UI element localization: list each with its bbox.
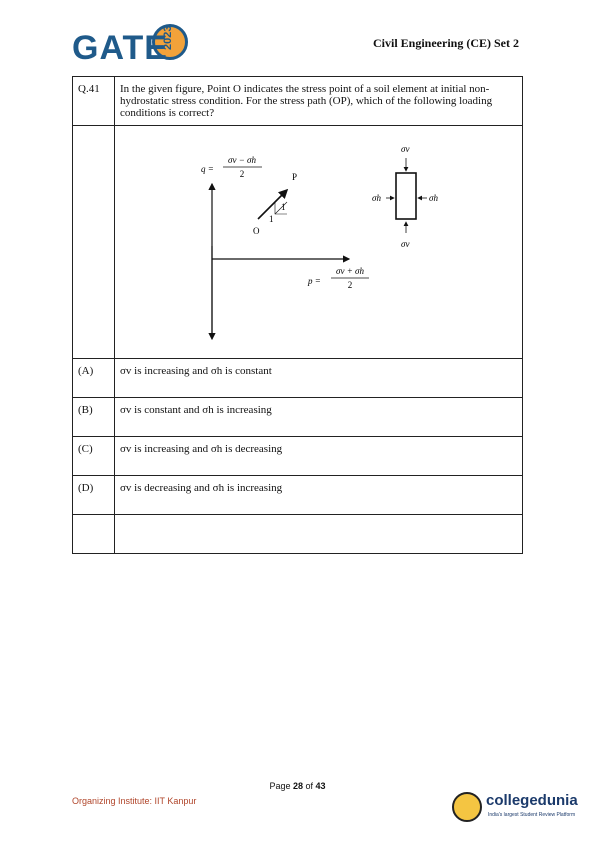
question-row: Q.41 In the given figure, Point O indica…	[72, 76, 523, 126]
point-o-label: O	[253, 226, 260, 236]
page-prefix: Page	[269, 781, 293, 791]
stress-path-op	[257, 188, 289, 220]
figure-cell: q = σv − σh 2 p = σv + σh 2 O P 1 1	[114, 125, 523, 359]
question-number: Q.41	[72, 76, 115, 126]
page-total: 43	[315, 781, 326, 791]
page-mid: of	[303, 781, 316, 791]
logo-year: 2023	[162, 25, 174, 50]
brand-tagline: India's largest Student Review Platform	[488, 812, 576, 818]
option-row-b: (B) σv is constant and σh is increasing	[72, 397, 523, 437]
q-label: q =	[201, 164, 214, 174]
slope-hypotenuse	[274, 201, 288, 215]
gate-logo: GATE 2023	[72, 24, 192, 72]
brand-name: collegedunia	[486, 792, 578, 809]
figure-label-cell	[72, 125, 115, 359]
question-text: In the given figure, Point O indicates t…	[114, 76, 523, 126]
option-row-d: (D) σv is decreasing and σh is increasin…	[72, 475, 523, 515]
option-label: (C)	[72, 436, 115, 476]
option-label: (A)	[72, 358, 115, 398]
slope-rise-label: 1	[281, 202, 286, 212]
collegedunia-logo: collegedunia India's largest Student Rev…	[452, 790, 592, 830]
soil-element	[395, 172, 417, 220]
page-number: Page 28 of 43	[0, 781, 595, 791]
sigma-v-bottom-label: σv	[401, 239, 409, 249]
sigma-v-top-label: σv	[401, 144, 409, 154]
p-label: p =	[307, 276, 321, 286]
empty-answer-cell	[114, 514, 523, 554]
paper-title: Civil Engineering (CE) Set 2	[373, 36, 519, 50]
page-header: GATE 2023 Civil Engineering (CE) Set 2	[0, 0, 595, 80]
sigma-h-right-label: σh	[429, 193, 438, 203]
q-numerator: σv − σh	[228, 155, 256, 165]
empty-answer-row	[72, 514, 523, 554]
p-denominator: 2	[348, 280, 353, 290]
logo-text: GATE	[72, 29, 168, 67]
option-label: (D)	[72, 475, 115, 515]
option-text: σv is constant and σh is increasing	[114, 397, 523, 437]
question-table: Q.41 In the given figure, Point O indica…	[72, 76, 523, 554]
organizing-institute: Organizing Institute: IIT Kanpur	[72, 796, 197, 806]
page-current: 28	[292, 781, 303, 791]
figure-row: q = σv − σh 2 p = σv + σh 2 O P 1 1	[72, 125, 523, 359]
option-label: (B)	[72, 397, 115, 437]
empty-label-cell	[72, 514, 115, 554]
point-p-label: P	[292, 172, 297, 182]
stress-path-figure: q = σv − σh 2 p = σv + σh 2 O P 1 1	[201, 144, 438, 341]
option-row-c: (C) σv is increasing and σh is decreasin…	[72, 436, 523, 476]
p-numerator: σv + σh	[336, 266, 364, 276]
option-text: σv is increasing and σh is decreasing	[114, 436, 523, 476]
option-text: σv is increasing and σh is constant	[114, 358, 523, 398]
slope-run-label: 1	[269, 214, 274, 224]
logo-badge	[152, 24, 188, 60]
sigma-h-left-label: σh	[372, 193, 381, 203]
mascot-icon	[452, 792, 482, 822]
option-text: σv is decreasing and σh is increasing	[114, 475, 523, 515]
q-denominator: 2	[240, 169, 245, 179]
option-row-a: (A) σv is increasing and σh is constant	[72, 358, 523, 398]
